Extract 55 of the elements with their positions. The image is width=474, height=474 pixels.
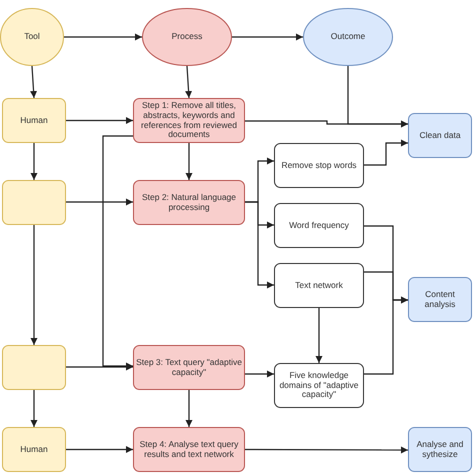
node-label: Process [172,32,202,42]
process-box [274,143,364,188]
node-label: Word frequency [289,220,349,230]
ellipse-node [0,8,64,66]
node-label: Text network [295,280,343,290]
node-label: Step 2: Natural language processing [140,192,238,212]
process-box [274,363,364,408]
node-label: Remove stop words [281,160,357,170]
ellipse-node [142,8,232,66]
arrow [66,198,133,206]
process-box [2,180,66,225]
node-label: Step 4: Analyse text query results and text network [138,440,240,460]
arrow [245,201,274,288]
arrow [30,390,38,427]
ellipse-node [303,8,393,66]
node-label: Human [20,116,48,126]
arrow [66,446,133,453]
node-label: Five knowledge domains of "adaptive capacity" [278,370,360,400]
node-label: Clean data [419,130,461,140]
arrow [30,225,38,345]
arrow [364,296,408,375]
process-box [133,98,245,143]
arrow [245,370,274,378]
node-label: Step 3: Text query "adaptive capacity" [136,358,242,378]
process-box [2,98,66,143]
arrow [66,117,133,124]
arrow [64,34,142,40]
arrow [30,66,38,98]
arrow [316,308,322,363]
node-label: Content analysis [424,290,456,310]
process-box [2,427,66,472]
arrow [232,34,303,40]
arrow [245,446,408,454]
arrow [186,390,192,427]
process-box [274,263,364,308]
arrow [102,135,133,370]
arrow [186,143,192,180]
node-label: Outcome [330,32,366,42]
node-label: Tool [24,32,40,42]
process-box [133,345,245,390]
arrow [30,143,38,180]
process-box [408,427,472,472]
process-box [2,345,66,390]
arrow [66,364,133,370]
arrow [364,140,408,166]
process-box [133,180,245,225]
node-label: Human [20,444,48,454]
node-label: Step 1: Remove all titles, abstracts, keywords and references from reviewed documents [140,100,238,140]
process-box [274,203,364,248]
node-label: Analyse and sythesize [416,440,464,460]
process-box [408,113,472,158]
arrow [185,66,192,98]
arrow [245,120,408,128]
process-box [133,427,245,472]
process-box [408,277,472,322]
